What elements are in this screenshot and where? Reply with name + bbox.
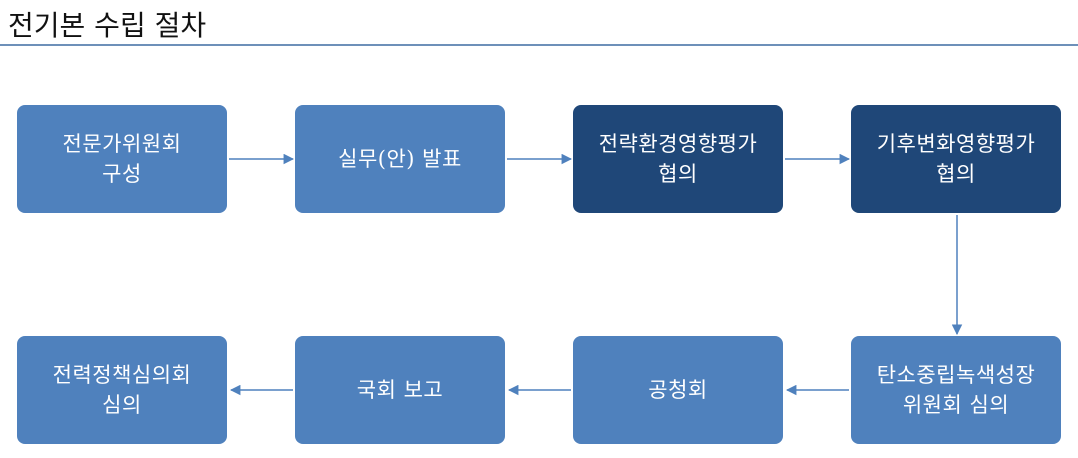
title-divider <box>0 44 1078 46</box>
step-working-draft: 실무(안) 발표 <box>295 105 505 213</box>
step-carbon-neutral-committee: 탄소중립녹색성장 위원회 심의 <box>851 336 1061 444</box>
page-title: 전기본 수립 절차 <box>8 9 207 42</box>
step-national-assembly-report: 국회 보고 <box>295 336 505 444</box>
step-strategic-env-assessment: 전략환경영향평가 협의 <box>573 105 783 213</box>
step-label: 공청회 <box>648 378 708 402</box>
step-label: 전략환경영향평가 협의 <box>598 132 758 186</box>
step-expert-committee: 전문가위원회 구성 <box>17 105 227 213</box>
step-power-policy-review: 전력정책심의회 심의 <box>17 336 227 444</box>
step-label: 기후변화영향평가 협의 <box>876 132 1036 186</box>
step-label: 탄소중립녹색성장 위원회 심의 <box>876 363 1036 417</box>
step-label: 전력정책심의회 심의 <box>52 363 192 417</box>
step-public-hearing: 공청회 <box>573 336 783 444</box>
step-label: 국회 보고 <box>356 378 444 402</box>
step-label: 실무(안) 발표 <box>338 147 462 171</box>
step-climate-impact-assessment: 기후변화영향평가 협의 <box>851 105 1061 213</box>
step-label: 전문가위원회 구성 <box>62 132 182 186</box>
